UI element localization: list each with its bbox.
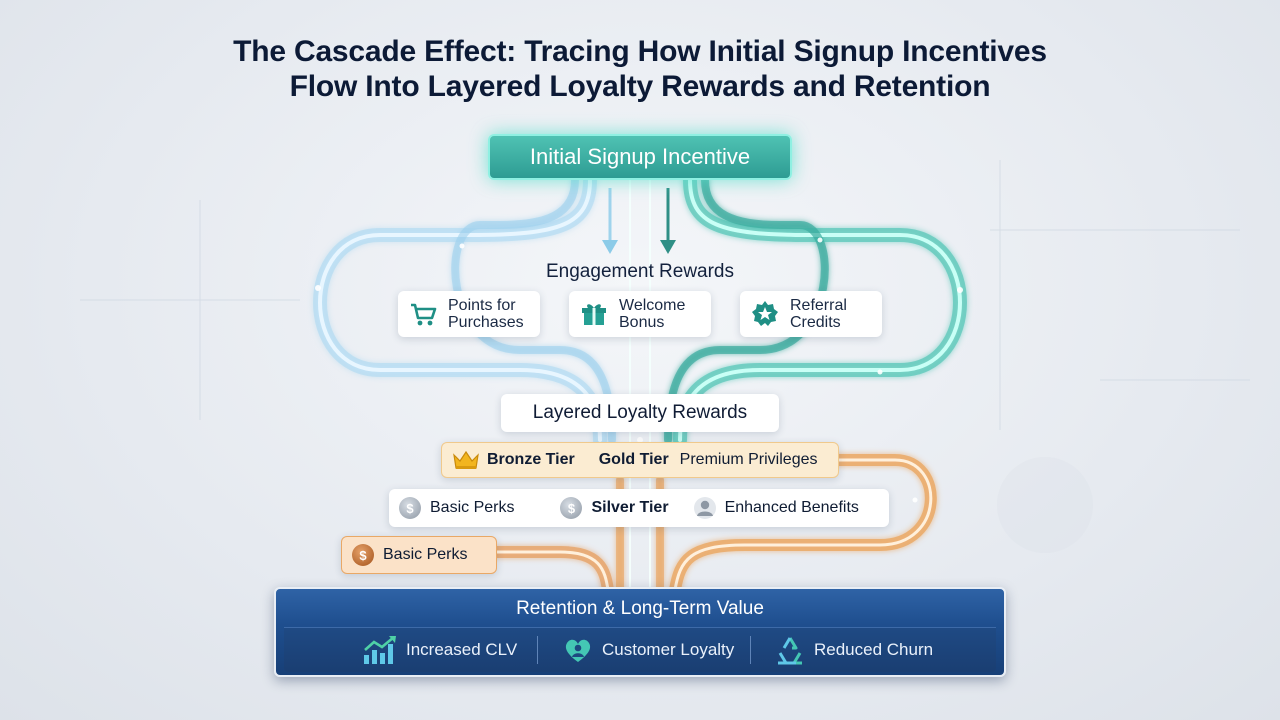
basic-perks-label: Basic Perks <box>430 499 515 516</box>
silver-tier-label: Silver Tier <box>591 499 669 516</box>
engagement-item-points: Points for Purchases <box>398 291 540 337</box>
sparkles <box>315 237 963 503</box>
signup-incentive-box: Initial Signup Incentive <box>488 134 792 180</box>
retention-divider <box>750 636 751 664</box>
engagement-item-text: Welcome Bonus <box>619 297 686 331</box>
layered-loyalty-label: Layered Loyalty Rewards <box>501 394 779 432</box>
engagement-item-text: Points for Purchases <box>448 297 524 331</box>
recycle-icon <box>774 635 806 665</box>
heart-people-icon <box>563 636 593 664</box>
silver-coin-icon: $ <box>399 497 421 519</box>
retention-item-churn: Reduced Churn <box>774 628 933 672</box>
tier-row-gold: Bronze Tier Gold Tier Premium Privileges <box>441 442 839 478</box>
basic-perks-label: Basic Perks <box>383 546 468 563</box>
person-icon <box>693 496 717 520</box>
bronze-coin-icon: $ <box>352 544 374 566</box>
engagement-item-welcome: Welcome Bonus <box>569 291 711 337</box>
signup-label: Initial Signup Incentive <box>529 144 751 169</box>
engagement-item-referral: Referral Credits <box>740 291 882 337</box>
tier-row-silver: $ Basic Perks $ Silver Tier Enhanced Ben… <box>389 489 889 527</box>
engagement-rewards-label: Engagement Rewards <box>546 261 734 282</box>
diagram-title: The Cascade Effect: Tracing How Initial … <box>0 34 1280 104</box>
increased-clv-label: Increased CLV <box>406 640 518 659</box>
silver-coin-icon: $ <box>560 497 583 519</box>
orange-flow <box>491 454 937 596</box>
background-grid <box>80 160 1250 553</box>
retention-divider <box>537 636 538 664</box>
growth-chart-icon <box>362 635 398 665</box>
retention-panel: Retention & Long-Term Value Increased CL… <box>274 587 1006 677</box>
retention-bar: Increased CLV Customer Loyalty <box>284 627 996 672</box>
retention-item-loyalty: Customer Loyalty <box>563 628 734 672</box>
engagement-item-text: Referral Credits <box>790 297 847 331</box>
gold-tier-label: Gold Tier <box>598 451 669 468</box>
title-line-2: Flow Into Layered Loyalty Rewards and Re… <box>289 70 991 103</box>
bronze-tier-label: Bronze Tier <box>487 451 575 468</box>
title-line-1: The Cascade Effect: Tracing How Initial … <box>233 35 1047 68</box>
retention-item-clv: Increased CLV <box>362 628 517 672</box>
crown-icon <box>452 449 480 471</box>
down-arrows <box>602 188 676 254</box>
center-trunk <box>625 175 655 595</box>
gift-icon <box>579 299 609 329</box>
premium-privileges-label: Premium Privileges <box>679 451 818 468</box>
customer-loyalty-label: Customer Loyalty <box>602 640 735 659</box>
enhanced-benefits-label: Enhanced Benefits <box>724 499 859 516</box>
retention-title: Retention & Long-Term Value <box>516 598 764 619</box>
star-badge-icon <box>750 299 780 329</box>
tier-row-bronze: $ Basic Perks <box>341 536 497 574</box>
cart-icon <box>408 299 438 329</box>
reduced-churn-label: Reduced Churn <box>814 640 934 659</box>
